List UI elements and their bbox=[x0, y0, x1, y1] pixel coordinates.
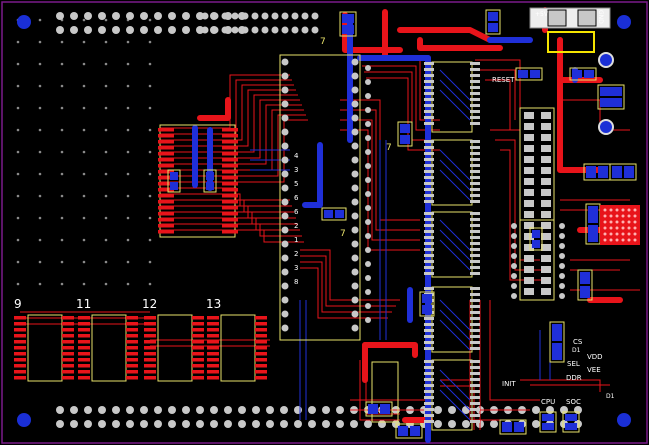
header-pin-label: 4 bbox=[294, 152, 299, 160]
ic11-label: 11 bbox=[76, 297, 91, 311]
header-pin-labels: 4 3 5 6 6 2 1 2 3 8 bbox=[294, 152, 299, 286]
header-pin-label: 5 bbox=[294, 180, 298, 188]
highlight-box bbox=[547, 31, 595, 53]
header-pin-label: 3 bbox=[294, 264, 298, 272]
dip-pads bbox=[14, 316, 267, 380]
power-connector bbox=[529, 7, 614, 135]
header-pin-label: 3 bbox=[294, 166, 298, 174]
header-pin-label: 6 bbox=[294, 208, 299, 216]
ref-7-a: 7 bbox=[320, 37, 326, 47]
mounting-holes bbox=[17, 15, 631, 427]
cpu-label: CPU bbox=[541, 398, 555, 406]
gnd-label: GND bbox=[597, 10, 604, 24]
header-pin-label: 2 bbox=[294, 222, 298, 230]
top-pin-header bbox=[56, 12, 319, 34]
cs-label: CS bbox=[573, 338, 583, 346]
vee-label: VEE bbox=[587, 366, 601, 374]
header-pin-label: 8 bbox=[294, 278, 298, 286]
ic13-label: 13 bbox=[206, 297, 221, 311]
thermal-pad bbox=[600, 205, 640, 245]
header-pin-label: 1 bbox=[294, 236, 298, 244]
memory-chips bbox=[424, 61, 480, 431]
init-label: INIT bbox=[502, 380, 516, 388]
left-connector bbox=[158, 124, 238, 238]
ddr-label: DDR bbox=[566, 374, 582, 382]
via-grid bbox=[16, 18, 152, 286]
header-pin-label: 2 bbox=[294, 250, 298, 258]
main-header bbox=[279, 54, 371, 341]
soc-label: SOC bbox=[566, 398, 581, 406]
d1b-label: D1 bbox=[606, 393, 615, 400]
right-header bbox=[511, 107, 565, 301]
ref-7-b: 7 bbox=[340, 229, 346, 239]
d1-label: D1 bbox=[572, 347, 581, 354]
ref-7-c: 7 bbox=[386, 143, 392, 153]
ic9-label: 9 bbox=[14, 297, 22, 311]
sel-label: SEL bbox=[567, 360, 580, 368]
header-pin-label: 6 bbox=[294, 194, 299, 202]
ic12-label: 12 bbox=[142, 297, 157, 311]
reset-label: RESET bbox=[492, 76, 515, 84]
vdd-label: VDD bbox=[587, 353, 603, 361]
smd-components bbox=[167, 9, 637, 439]
lower-ic bbox=[371, 361, 399, 423]
plus5v-label: +5V bbox=[535, 11, 549, 18]
